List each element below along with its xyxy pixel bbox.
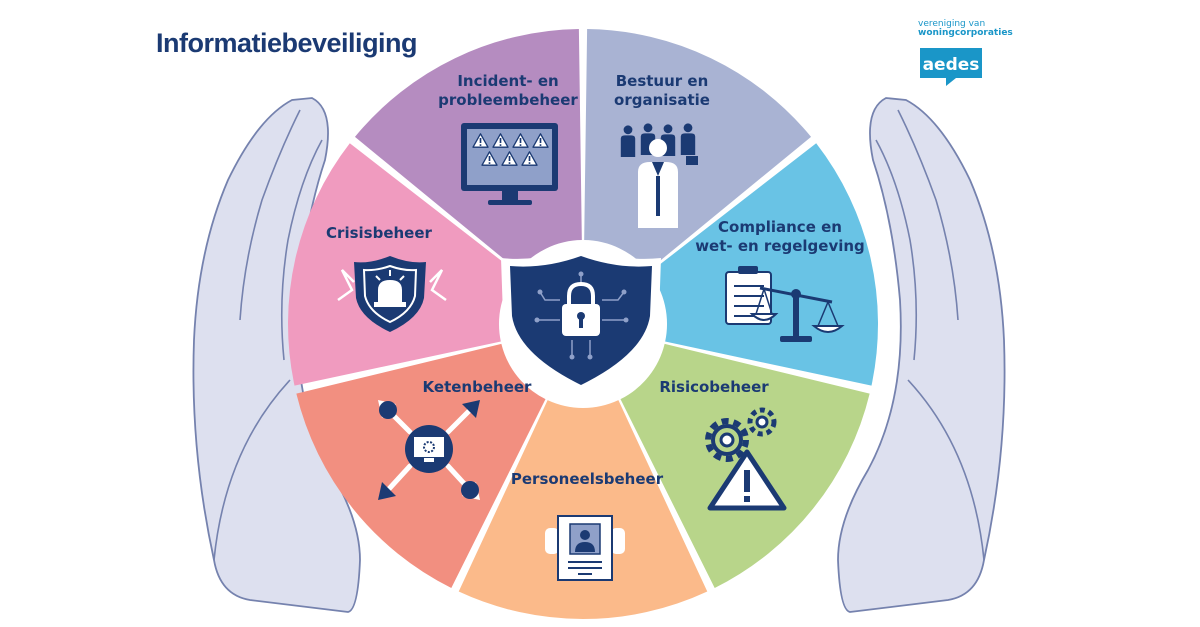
segment-label-line: wet- en regelgeving	[695, 237, 865, 255]
network-arrows-icon	[378, 400, 480, 500]
logo-tagline-2: woningcorporaties	[918, 28, 1013, 38]
logo-badge: aedes	[920, 48, 982, 86]
segment-label-line: Bestuur en	[616, 72, 709, 90]
alarm-shield-icon	[337, 256, 447, 332]
segment-label-line: Compliance en	[718, 218, 842, 236]
segment-label-line: Personeelsbeheer	[511, 470, 664, 488]
people-group-icon	[620, 123, 698, 228]
segment-label-crisis: Crisisbeheer	[326, 224, 432, 242]
gear-warning-icon	[705, 407, 787, 511]
logo-tagline-1: vereniging van	[918, 19, 986, 29]
scales-clipboard-icon	[725, 266, 845, 342]
page-title: Informatiebeveiliging	[156, 28, 418, 58]
aedes-logo: vereniging van woningcorporaties aedes	[918, 20, 1028, 100]
segment-personeel	[458, 400, 708, 619]
segment-label-line: Incident- en	[457, 72, 558, 90]
monitor-warning-icon	[461, 123, 558, 205]
profile-document-icon	[545, 515, 625, 581]
segment-label-line: organisatie	[614, 91, 710, 109]
lock-shield-icon	[501, 247, 661, 394]
segment-label-line: probleembeheer	[438, 91, 578, 109]
segment-label-line: Ketenbeheer	[423, 378, 532, 396]
segment-label-line: Crisisbeheer	[326, 224, 432, 242]
right-hand	[837, 97, 1006, 613]
segment-label-risico: Risicobeheer	[659, 378, 769, 396]
segment-label-personeel: Personeelsbeheer	[511, 470, 664, 488]
logo-wordmark: aedes	[923, 55, 980, 75]
segment-label-keten: Ketenbeheer	[423, 378, 532, 396]
segment-label-line: Risicobeheer	[659, 378, 769, 396]
left-hand	[192, 97, 361, 613]
